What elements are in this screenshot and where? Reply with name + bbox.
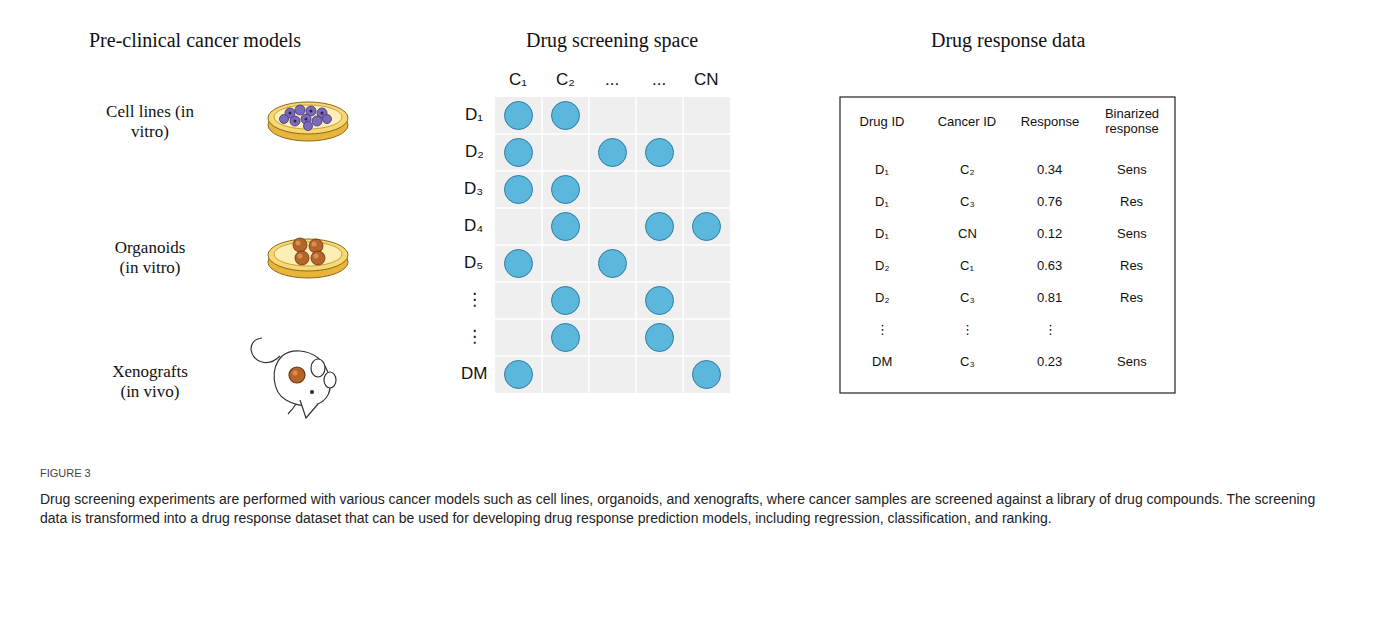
screened-dot [646,287,674,315]
screened-dot [599,139,627,167]
cancer-column-header: C₂ [556,70,575,90]
screened-dot [552,213,580,241]
table-cell: ⋮ [1044,322,1057,338]
section-heading: Drug response data [931,28,1085,52]
figure-number: FIGURE 3 [40,467,91,480]
table-cell: 0.76 [1037,194,1062,210]
table-cell: DM [872,354,892,370]
table-header: Binarized response [1092,107,1172,137]
table-cell: D₂ [875,258,889,274]
drug-row-header: D₁ [465,105,483,125]
screened-dot [552,176,580,204]
drug-row-header: D₂ [465,142,484,162]
table-cell: ⋮ [876,322,889,338]
screened-dot [599,250,627,278]
screened-dot [505,361,533,389]
screened-dot [693,361,721,389]
table-cell: CN [958,226,977,242]
table-cell: D₂ [875,290,889,306]
section-heading: Drug screening space [526,28,698,52]
drug-row-header: D₄ [464,216,483,236]
table-cell: D₁ [875,194,889,210]
model-label: Organoids (in vitro) [106,238,194,279]
drug-row-header: ⋮ [466,327,483,347]
screening-grid [495,97,730,393]
table-cell: 0.23 [1037,354,1062,370]
cancer-column-header: ... [652,70,666,90]
model-label: Cell lines (in vitro) [106,102,194,143]
screened-dot [552,102,580,130]
drug-row-header: DM [461,364,487,384]
table-cell: Sens [1117,226,1147,242]
table-frame [840,97,1175,393]
table-header: Response [1012,115,1088,130]
drug-row-header: ⋮ [466,290,483,310]
table-cell: Sens [1117,162,1147,178]
screened-dot [552,324,580,352]
figure-caption: Drug screening experiments are performed… [40,490,1330,528]
table-cell: 0.34 [1037,162,1062,178]
table-header: Cancer ID [927,115,1007,130]
cancer-column-header: ... [605,70,619,90]
table-cell: 0.63 [1037,258,1062,274]
cancer-column-header: C₁ [509,70,527,90]
mouse-xenograft [251,338,336,418]
section-heading: Pre-clinical cancer models [89,28,301,52]
table-cell: D₁ [875,226,889,242]
table-cell: D₁ [875,162,889,178]
screened-dot [505,250,533,278]
screened-dot [646,324,674,352]
screened-dot [646,139,674,167]
cancer-column-header: CN [694,70,719,90]
table-cell: 0.12 [1037,226,1062,242]
organoid-dish [268,238,348,278]
table-cell: C₃ [960,354,975,370]
screened-dot [646,213,674,241]
screened-dot [505,139,533,167]
cell-dish [268,102,348,141]
model-label: Xenografts (in vivo) [106,362,194,403]
table-header: Drug ID [842,115,922,130]
drug-row-header: D₃ [464,179,483,199]
table-cell: 0.81 [1037,290,1062,306]
table-cell: Res [1120,258,1143,274]
table-cell: C₃ [960,194,975,210]
drug-row-header: D₅ [464,253,483,273]
table-cell: C₃ [960,290,975,306]
table-cell: ⋮ [961,322,974,338]
screened-dot [552,287,580,315]
table-cell: Res [1120,194,1143,210]
screened-dot [693,213,721,241]
table-cell: Res [1120,290,1143,306]
table-cell: Sens [1117,354,1147,370]
table-cell: C₂ [960,162,974,178]
screened-dot [505,176,533,204]
table-cell: C₁ [960,258,974,274]
screened-dot [505,102,533,130]
